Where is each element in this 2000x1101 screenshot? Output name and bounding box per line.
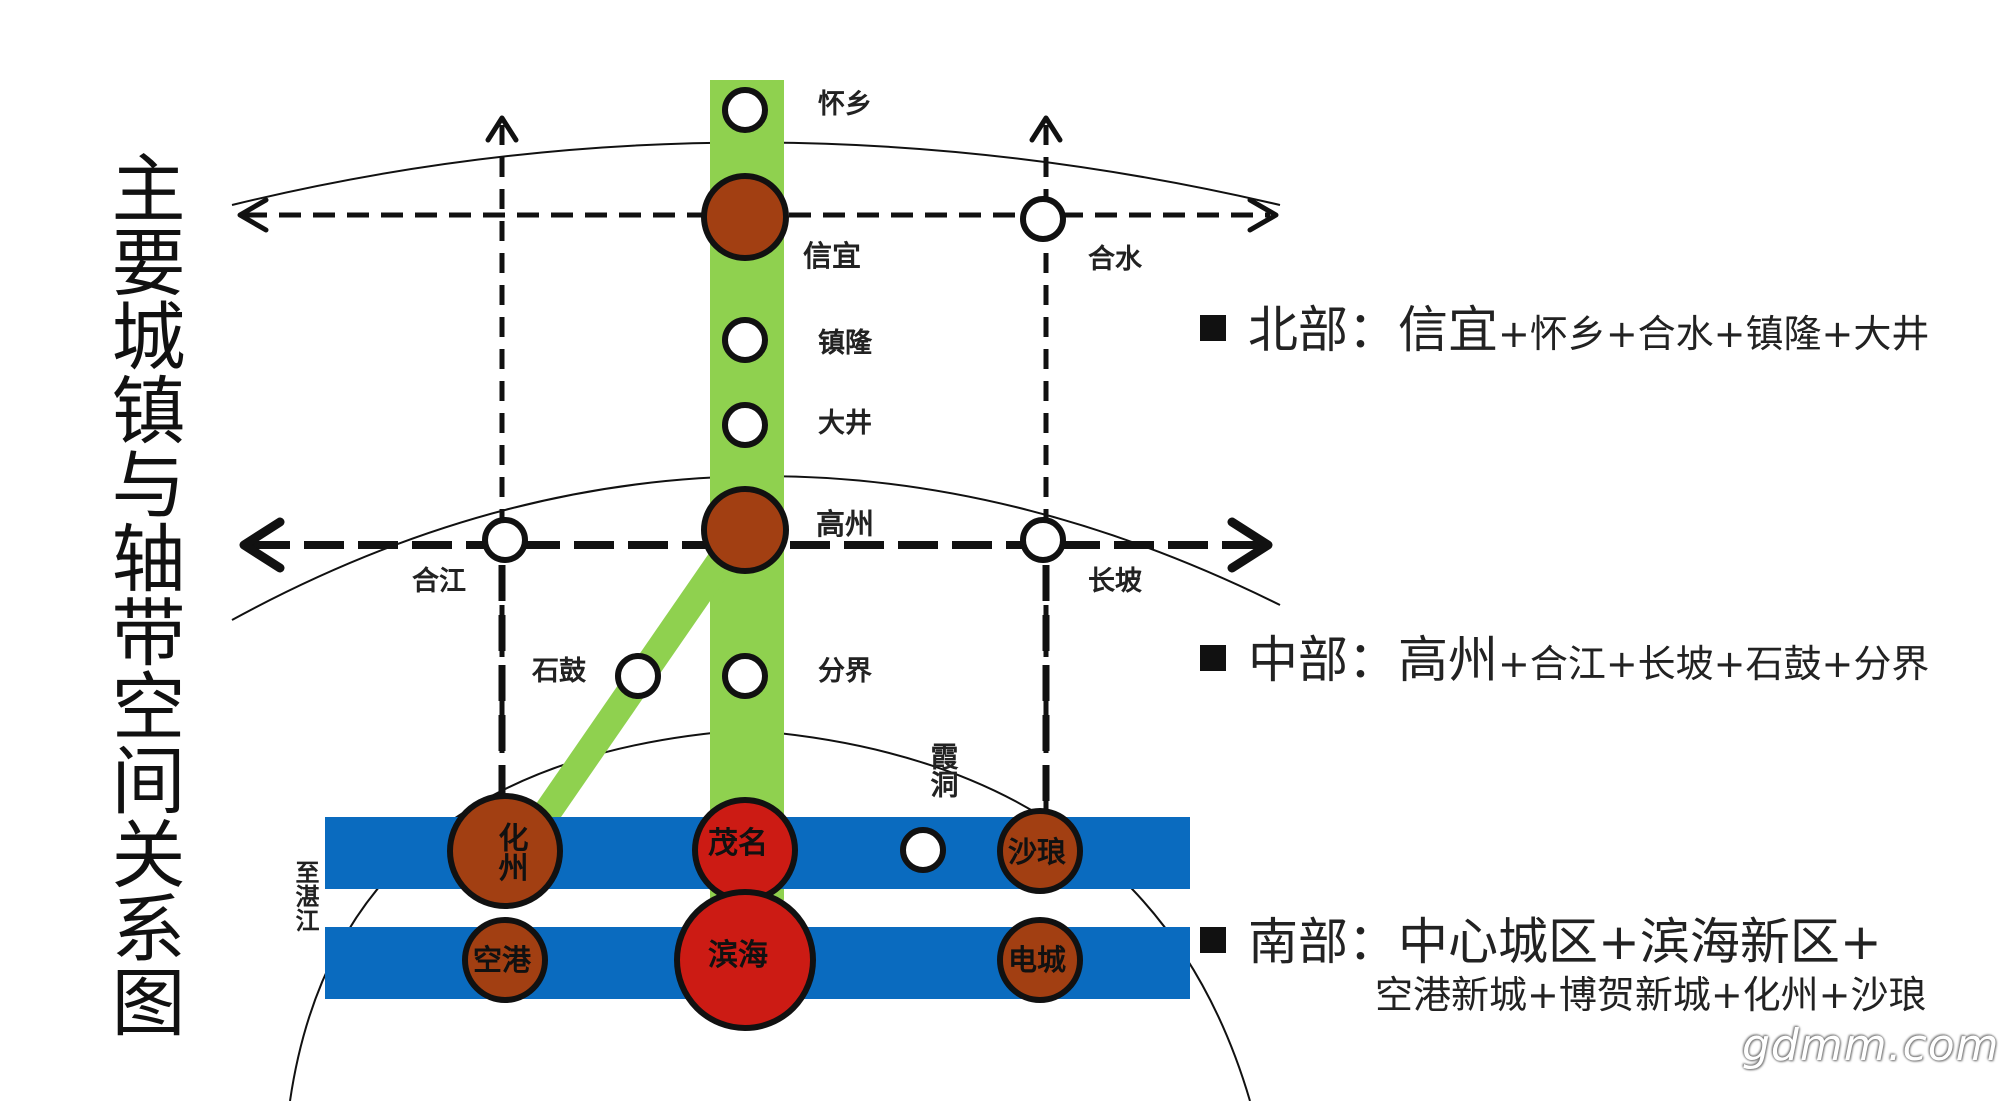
legend-south: 南部：中心城区+滨海新区+ 空港新城+博贺新城+化州+沙琅 <box>1200 902 1927 1017</box>
label-dajing: 大井 <box>818 408 872 439</box>
town-node-shigu <box>615 653 661 699</box>
city-node-xinyi <box>701 173 789 261</box>
label-xinyi: 信宜 <box>803 239 861 273</box>
label-xiadong: 霞洞 <box>927 742 960 798</box>
town-node-hejiang <box>482 517 528 563</box>
label-shigu: 石鼓 <box>531 656 587 687</box>
watermark: gdmm.com <box>1742 1020 2000 1071</box>
label-fenjie: 分界 <box>818 656 872 687</box>
label-huazhou: 化州 <box>493 822 529 882</box>
arrowhead-central-east <box>1227 517 1273 573</box>
label-gaozhou: 高州 <box>816 507 874 541</box>
city-node-konggang <box>462 917 548 1003</box>
label-hejiang: 合江 <box>412 565 466 597</box>
label-zhenlong: 镇隆 <box>818 328 873 359</box>
legend-square-icon <box>1200 927 1226 953</box>
label-binhai: 滨海 <box>708 938 768 973</box>
legend-square-icon <box>1200 645 1226 671</box>
legend-central: 中部：高州+合江+长坡+石鼓+分界 <box>1200 620 1929 692</box>
city-node-huazhou <box>447 793 563 909</box>
legend-central-head: 中部：高州 <box>1248 631 1498 689</box>
city-node-binhai <box>674 889 816 1031</box>
city-node-diancheng <box>997 917 1083 1003</box>
arrowhead-east-up <box>1029 115 1063 143</box>
label-maoming: 茂名 <box>708 826 768 861</box>
label-to-zhanjiang: 至湛江 <box>291 860 319 932</box>
label-diancheng: 电城 <box>1008 943 1066 977</box>
page-title: 主要城镇与轴带空间关系图 <box>99 150 185 1038</box>
label-shalang: 沙琅 <box>1008 835 1066 869</box>
town-node-fenjie <box>722 653 768 699</box>
legend-north-head: 北部：信宜 <box>1248 301 1498 359</box>
town-node-xiadong <box>900 827 946 873</box>
label-heshui: 合水 <box>1088 243 1143 275</box>
label-changpo: 长坡 <box>1088 566 1142 597</box>
legend-north-rest: +怀乡+合水+镇隆+大井 <box>1498 312 1930 356</box>
legend-square-icon <box>1200 315 1226 341</box>
label-konggang: 空港 <box>473 943 532 977</box>
legend-central-rest: +合江+长坡+石鼓+分界 <box>1498 642 1930 686</box>
legend-north: 北部：信宜+怀乡+合水+镇隆+大井 <box>1200 290 1929 362</box>
city-node-shalang <box>997 808 1083 894</box>
town-node-dajing <box>722 402 768 448</box>
town-node-zhenlong <box>722 317 768 363</box>
arrowhead-north-west <box>237 197 269 233</box>
city-node-gaozhou <box>701 486 789 574</box>
arrowhead-north-east <box>1247 197 1279 233</box>
legend-south-head: 南部：中心城区+滨海新区+ <box>1248 913 1882 971</box>
arrowhead-west-up <box>485 115 519 143</box>
town-node-huaixiang <box>722 87 768 133</box>
label-huaixiang: 怀乡 <box>818 89 872 120</box>
town-node-heshui <box>1020 196 1066 242</box>
town-node-changpo <box>1020 517 1066 563</box>
arrowhead-central-west <box>239 517 285 573</box>
legend-south-line2: 空港新城+博贺新城+化州+沙琅 <box>1375 973 1927 1017</box>
